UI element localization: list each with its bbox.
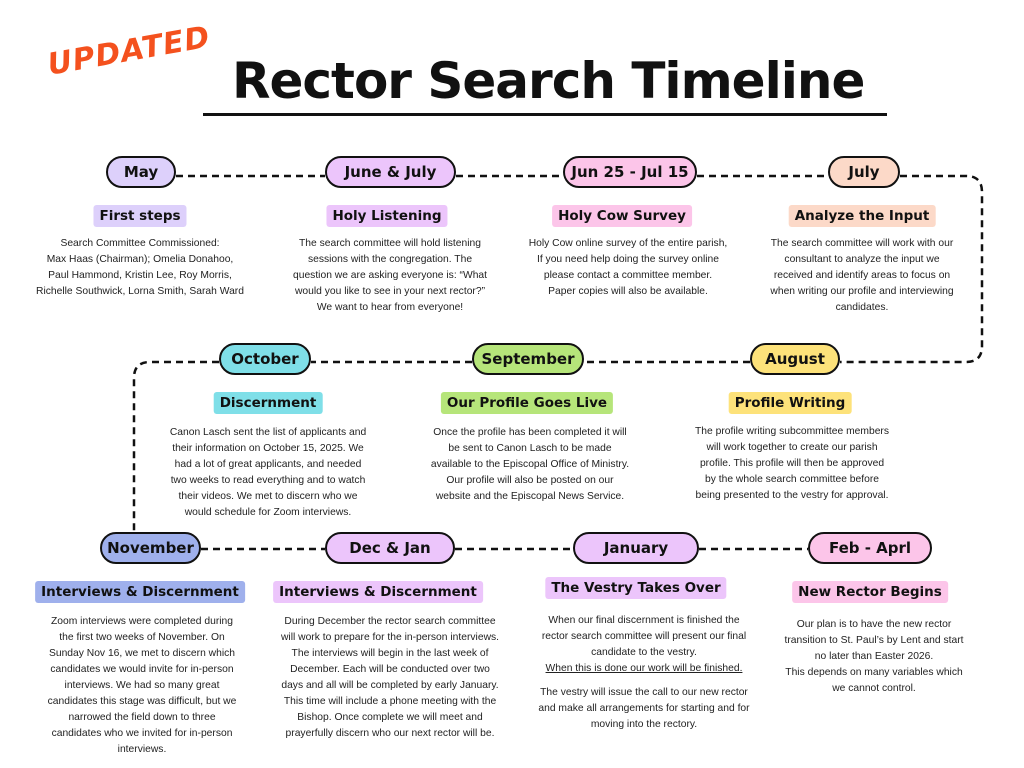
milestone-description-october: Canon Lasch sent the list of applicants … bbox=[169, 427, 367, 518]
milestone-pill-january: January bbox=[573, 532, 699, 564]
title-underline bbox=[203, 113, 887, 116]
milestone-heading-discernment: Discernment bbox=[213, 392, 323, 414]
milestone-heading-interviews-discernment-nov: Interviews & Discernment bbox=[35, 581, 245, 603]
milestone-pill-june-july: June & July bbox=[325, 156, 456, 188]
milestone-pill-october: October bbox=[219, 343, 311, 375]
milestone-pill-jun25-jul15: Jun 25 - Jul 15 bbox=[563, 156, 697, 188]
milestone-heading-profile-writing: Profile Writing bbox=[728, 392, 852, 414]
milestone-description-september: Once the profile has been completed it w… bbox=[430, 427, 630, 502]
milestone-pill-july: July bbox=[828, 156, 900, 188]
milestone-heading-holy-cow-survey: Holy Cow Survey bbox=[552, 205, 692, 227]
milestone-pill-dec-jan: Dec & Jan bbox=[325, 532, 455, 564]
milestone-description-january: When our final discernment is finished t… bbox=[519, 613, 769, 733]
milestone-heading-profile-goes-live: Our Profile Goes Live bbox=[440, 392, 614, 414]
milestone-description-november: Zoom interviews were completed during th… bbox=[47, 616, 237, 755]
milestone-pill-feb-april: Feb - Aprl bbox=[808, 532, 932, 564]
milestone-description-july: The search committee will work with our … bbox=[770, 238, 954, 313]
milestone-heading-first-steps: First steps bbox=[93, 205, 187, 227]
milestone-heading-new-rector-begins: New Rector Begins bbox=[792, 581, 948, 603]
milestone-pill-may: May bbox=[106, 156, 176, 188]
milestone-underlined-note: When this is done our work will be finis… bbox=[545, 663, 743, 674]
milestone-heading-vestry-takes-over: The Vestry Takes Over bbox=[545, 577, 727, 599]
milestone-heading-holy-listening: Holy Listening bbox=[326, 205, 448, 227]
milestone-heading-analyze-input: Analyze the Input bbox=[788, 205, 936, 227]
milestone-description-feb-april: Our plan is to have the new rector trans… bbox=[784, 619, 964, 694]
milestone-pill-november: November bbox=[100, 532, 201, 564]
milestone-description-august: The profile writing subcommittee members… bbox=[695, 426, 889, 501]
milestone-pill-august: August bbox=[750, 343, 840, 375]
milestone-description-june-july: The search committee will hold listening… bbox=[292, 238, 488, 313]
milestone-description-may: Search Committee Commissioned: Max Haas … bbox=[36, 238, 244, 297]
milestone-description-jun25-jul15: Holy Cow online survey of the entire par… bbox=[528, 238, 728, 297]
milestone-heading-interviews-discernment-dec: Interviews & Discernment bbox=[273, 581, 483, 603]
milestone-description-dec-jan: During December the rector search commit… bbox=[280, 616, 500, 739]
page-title: Rector Search Timeline bbox=[232, 52, 865, 110]
milestone-pill-september: September bbox=[472, 343, 584, 375]
